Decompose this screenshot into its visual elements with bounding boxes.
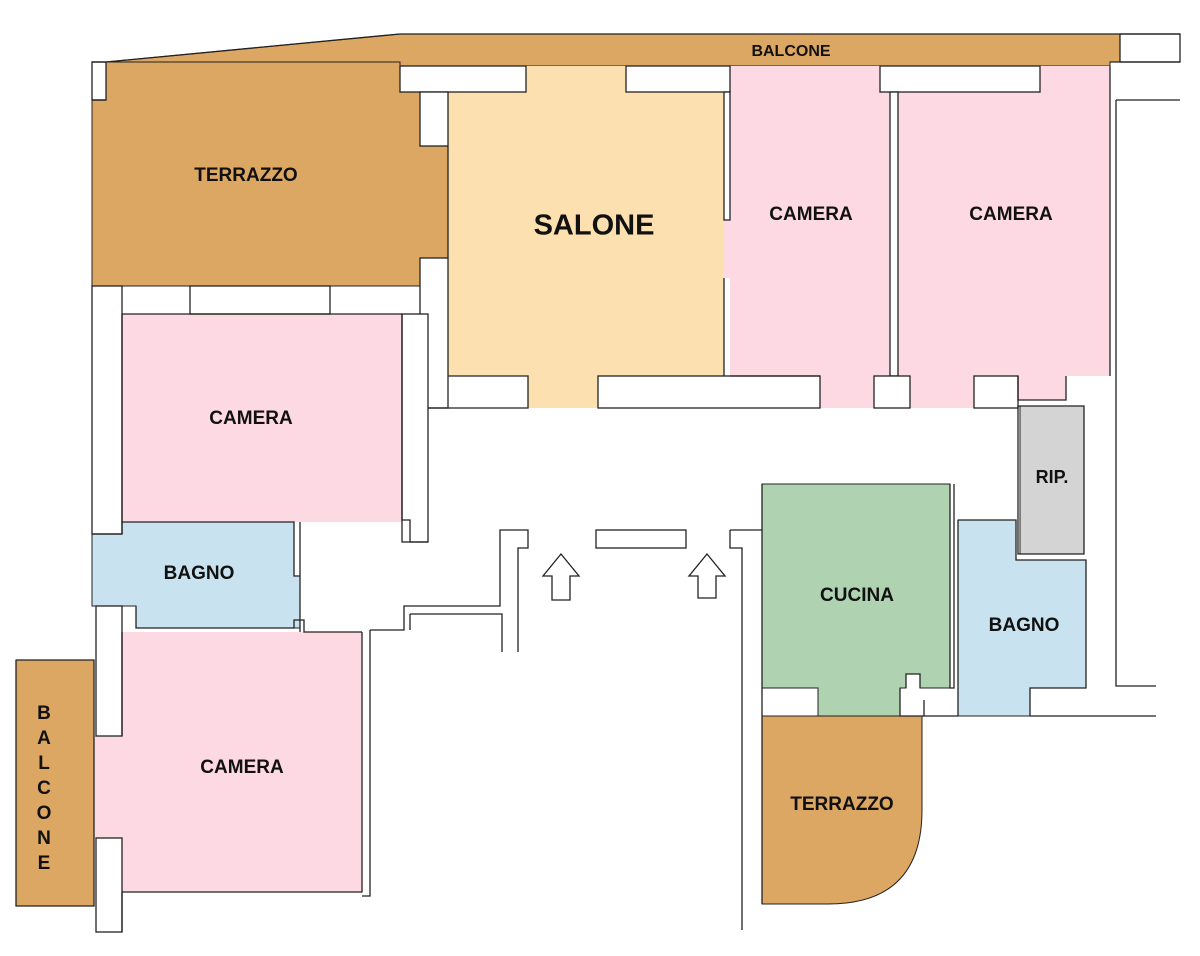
camera-3-area <box>898 66 1110 408</box>
wall-block <box>91 285 123 535</box>
wall-line <box>401 314 428 543</box>
wall-block <box>419 91 449 147</box>
wall-line <box>135 606 362 633</box>
wall-line <box>899 688 958 717</box>
entrance-arrow-icon <box>541 552 581 601</box>
cucina-label: CUCINA <box>820 585 894 606</box>
wall-line <box>410 613 503 652</box>
bagno-2-label: BAGNO <box>989 615 1060 636</box>
wall-block <box>889 91 899 377</box>
camera-1-label: CAMERA <box>209 408 293 429</box>
balcone-side-area <box>15 659 95 907</box>
salone-label: SALONE <box>534 210 655 242</box>
terrazzo-bottom-area <box>761 715 923 905</box>
wall-line <box>1017 376 1067 401</box>
ripostiglio-label: RIP. <box>1036 467 1069 487</box>
wall-block <box>873 375 911 409</box>
terrazzo-bottom-label: TERRAZZO <box>790 794 893 815</box>
balcone-top-area <box>105 33 1121 67</box>
wall-line <box>362 630 371 897</box>
wall-block <box>625 65 731 93</box>
wall-line <box>92 521 300 577</box>
wall-line <box>1115 100 1156 687</box>
salone-area <box>448 66 724 408</box>
camera-4-label: CAMERA <box>200 757 284 778</box>
camera-1-area <box>122 314 402 522</box>
wall-line <box>105 33 1180 63</box>
wall-line <box>905 673 921 688</box>
balcone-side-label: B A L C O N E <box>37 703 52 874</box>
bagno-1-label: BAGNO <box>164 563 235 584</box>
balcone-top-label: BALCONE <box>751 43 830 60</box>
wall-line <box>958 519 1087 716</box>
wall-block <box>1119 33 1181 63</box>
wall-block <box>401 313 429 543</box>
wall-block <box>91 61 107 101</box>
wall-block <box>597 375 821 409</box>
camera-3-label: CAMERA <box>969 204 1053 225</box>
camera-2-label: CAMERA <box>769 204 853 225</box>
camera-4-area <box>94 632 362 892</box>
wall-line <box>370 529 529 652</box>
wall-line <box>1017 405 1085 555</box>
balcone-side-letter: N <box>37 828 51 849</box>
terrazzo-top-area <box>91 61 449 315</box>
wall-line <box>729 530 743 930</box>
wall-line <box>15 659 95 907</box>
balcone-side-letter: O <box>37 803 52 824</box>
wall-block <box>879 65 1041 93</box>
wall-block <box>95 605 123 737</box>
balcone-side-letter: A <box>37 728 51 749</box>
wall-block <box>595 529 687 549</box>
terrazzo-top-label: TERRAZZO <box>194 165 297 186</box>
wall-block <box>189 285 331 315</box>
wall-block <box>973 375 1019 409</box>
wall-block <box>95 837 123 933</box>
wall-line <box>428 375 529 409</box>
wall-block <box>399 65 527 93</box>
ripostiglio-area <box>1019 405 1085 555</box>
balcone-side-letter: B <box>37 703 51 724</box>
camera-2-area <box>724 66 890 408</box>
wall-block <box>723 91 731 221</box>
balcone-side-letter: E <box>38 853 51 874</box>
balcone-side-letter: C <box>37 778 51 799</box>
wall-line <box>949 484 955 689</box>
balcone-side-letter: L <box>38 753 50 774</box>
wall-line <box>122 632 363 893</box>
entrance-arrow-icon <box>687 552 727 599</box>
